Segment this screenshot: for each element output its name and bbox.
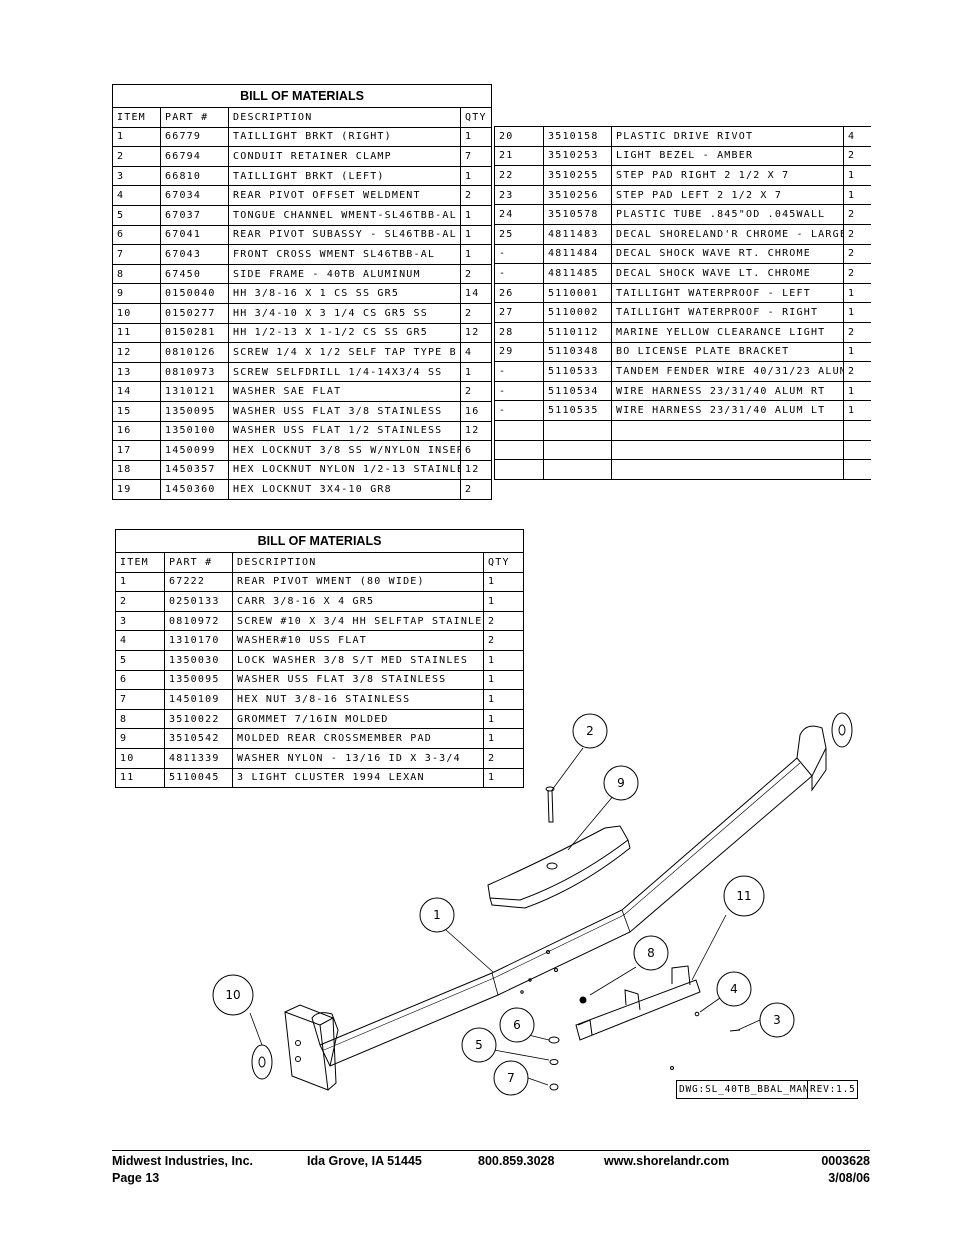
lock-washer xyxy=(549,1059,559,1065)
footer-website: www.shorelandr.com xyxy=(604,1154,730,1168)
svg-text:11: 11 xyxy=(736,889,751,903)
table-row xyxy=(494,439,871,461)
part-number: 5110045 xyxy=(164,767,233,789)
balloon-5: 5 xyxy=(461,1027,497,1063)
drawing-number: DWG:SL_40TB_BBAL_MANUAL xyxy=(677,1081,809,1098)
svg-text:2: 2 xyxy=(586,724,594,738)
footer-company: Midwest Industries, Inc. xyxy=(112,1154,253,1168)
svg-text:10: 10 xyxy=(225,988,240,1002)
balloon-11: 11 xyxy=(723,875,765,917)
balloon-10: 10 xyxy=(212,974,254,1016)
balloon-2: 2 xyxy=(572,713,608,749)
balloon-4: 4 xyxy=(716,971,752,1007)
svg-text:1: 1 xyxy=(433,908,441,922)
footer-date: 3/08/06 xyxy=(828,1171,870,1185)
flat-washer xyxy=(548,1036,560,1044)
page-footer: Midwest Industries, Inc. Ida Grove, IA 5… xyxy=(112,1150,870,1185)
footer-doc-number: 0003628 xyxy=(821,1154,870,1168)
quantity: 2 xyxy=(459,479,493,500)
svg-text:8: 8 xyxy=(647,946,655,960)
balloon-1: 1 xyxy=(419,897,455,933)
balloon-6: 6 xyxy=(499,1007,535,1043)
footer-page: Page 13 xyxy=(112,1171,160,1185)
drawing-title-block: DWG:SL_40TB_BBAL_MANUAL REV:1.5 xyxy=(676,1080,858,1099)
nylon-washer-left xyxy=(251,1044,273,1080)
table-title: BILL OF MATERIALS xyxy=(114,529,525,553)
svg-text:5: 5 xyxy=(475,1038,483,1052)
balloon-8: 8 xyxy=(633,935,669,971)
quantity: 1 xyxy=(482,767,525,789)
description: HEX LOCKNUT 3X4-10 GR8 xyxy=(228,479,461,500)
light-cluster xyxy=(575,965,701,1041)
hex-nut xyxy=(549,1083,559,1091)
grommet xyxy=(579,996,587,1004)
part-number: 1450360 xyxy=(160,479,229,500)
quantity: 2 xyxy=(482,747,525,769)
footer-phone: 800.859.3028 xyxy=(478,1154,555,1168)
quantity: 12 xyxy=(459,322,493,344)
quantity: 4 xyxy=(459,342,493,363)
table-row xyxy=(494,459,871,480)
balloon-3: 3 xyxy=(759,1002,795,1038)
svg-text:3: 3 xyxy=(773,1013,781,1027)
table-title: BILL OF MATERIALS xyxy=(111,84,493,108)
footer-city: Ida Grove, IA 51445 xyxy=(307,1154,422,1168)
quantity xyxy=(843,459,871,480)
small-washer xyxy=(694,1011,700,1017)
table-title-row: BILL OF MATERIALS xyxy=(114,529,525,553)
carriage-bolt xyxy=(545,786,555,823)
balloon-7: 7 xyxy=(493,1060,529,1096)
quantity: 1 xyxy=(482,728,525,749)
nylon-washer-right xyxy=(831,712,853,748)
drawing-revision: REV:1.5 xyxy=(810,1084,856,1095)
svg-text:7: 7 xyxy=(507,1071,515,1085)
balloon-9: 9 xyxy=(603,765,639,801)
table-title-row: BILL OF MATERIALS xyxy=(111,84,493,108)
svg-text:9: 9 xyxy=(617,776,625,790)
svg-text:6: 6 xyxy=(513,1018,521,1032)
svg-text:4: 4 xyxy=(730,982,738,996)
rear-crossmember-frame xyxy=(284,725,827,1091)
crossmember-pad xyxy=(487,825,631,909)
table-row xyxy=(494,419,871,441)
